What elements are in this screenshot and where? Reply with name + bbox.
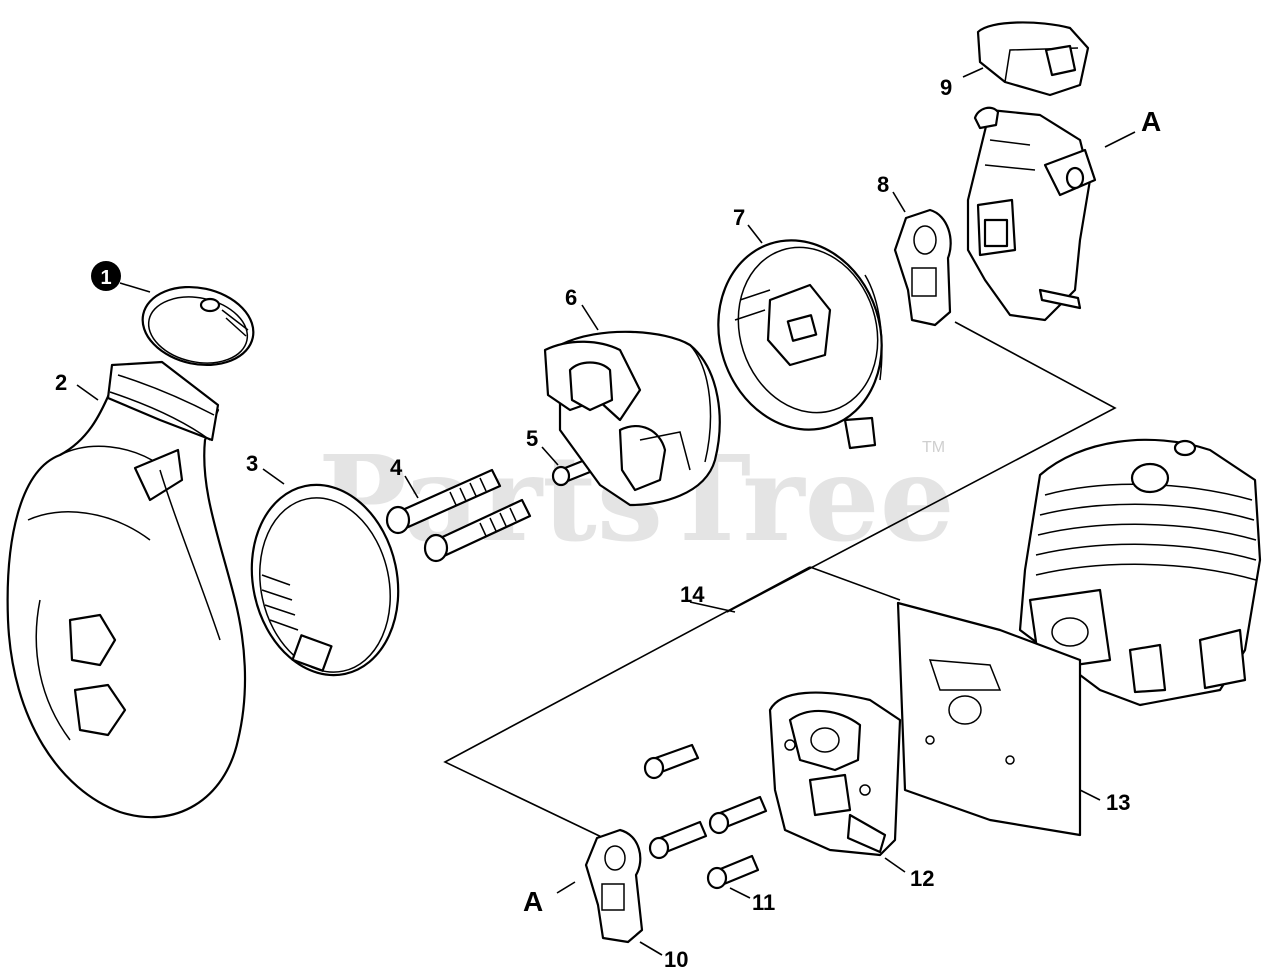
callout-13: 13: [1106, 790, 1130, 815]
part-1-clamp: [141, 285, 255, 367]
callout-6: 6: [565, 285, 577, 310]
leader-10: [639, 941, 663, 956]
leader-12: [884, 857, 906, 873]
part-6-adapter: [543, 330, 721, 507]
assembly-line-upper: [726, 321, 1117, 613]
leader-1: [119, 282, 151, 293]
callout-10: 10: [664, 947, 688, 972]
part-9-cover: [976, 21, 1090, 97]
leader-lines: [76, 67, 1136, 956]
leader-A-gasket: [556, 881, 576, 894]
leader-3: [262, 468, 285, 485]
callout-5: 5: [526, 426, 538, 451]
callout-4: 4: [390, 455, 403, 480]
leader-11: [729, 887, 751, 899]
leader-5: [541, 446, 559, 466]
callout-9: 9: [940, 75, 952, 100]
leader-13: [1079, 789, 1101, 801]
reference-letter-gasket: A: [523, 886, 543, 917]
callouts: 1 2 3 4 5 6 7 8 9 A 14 13 12 11 10 A: [55, 75, 1161, 972]
callout-1-badge: [91, 261, 121, 291]
part-13-gasket: [896, 601, 1082, 837]
watermark-trademark: TM: [922, 439, 945, 456]
part-2-housing: [6, 360, 247, 819]
callout-7: 7: [733, 205, 745, 230]
part-carburetor: [966, 106, 1097, 322]
leader-A-carb: [1104, 131, 1136, 148]
part-11-screws: [643, 743, 768, 890]
callout-8: 8: [877, 172, 889, 197]
leader-14: [689, 601, 736, 613]
leader-8: [892, 191, 906, 213]
part-8-gasket: [893, 208, 952, 327]
callout-14: 14: [680, 582, 705, 607]
assembly-line-gasket: [809, 566, 901, 601]
leader-4: [404, 475, 419, 499]
part-7-housing: [717, 239, 883, 450]
leader-9: [962, 67, 984, 78]
callout-12: 12: [910, 866, 934, 891]
part-4-bolts: [385, 468, 532, 563]
part-12-insulator: [768, 691, 902, 857]
part-3-clamp: [250, 483, 400, 677]
callout-1: 1: [100, 267, 111, 289]
part-cylinder: [1018, 438, 1262, 707]
callout-11: 11: [752, 890, 775, 915]
leader-7: [747, 224, 763, 244]
callout-2: 2: [55, 370, 67, 395]
leader-2: [76, 384, 99, 401]
assembly-lines: [443, 321, 1117, 843]
leader-6: [581, 304, 599, 331]
assembly-line-lower: [443, 566, 811, 843]
part-10-gasket: [584, 828, 644, 944]
reference-letter-carb: A: [1141, 106, 1161, 137]
callout-3: 3: [246, 451, 258, 476]
